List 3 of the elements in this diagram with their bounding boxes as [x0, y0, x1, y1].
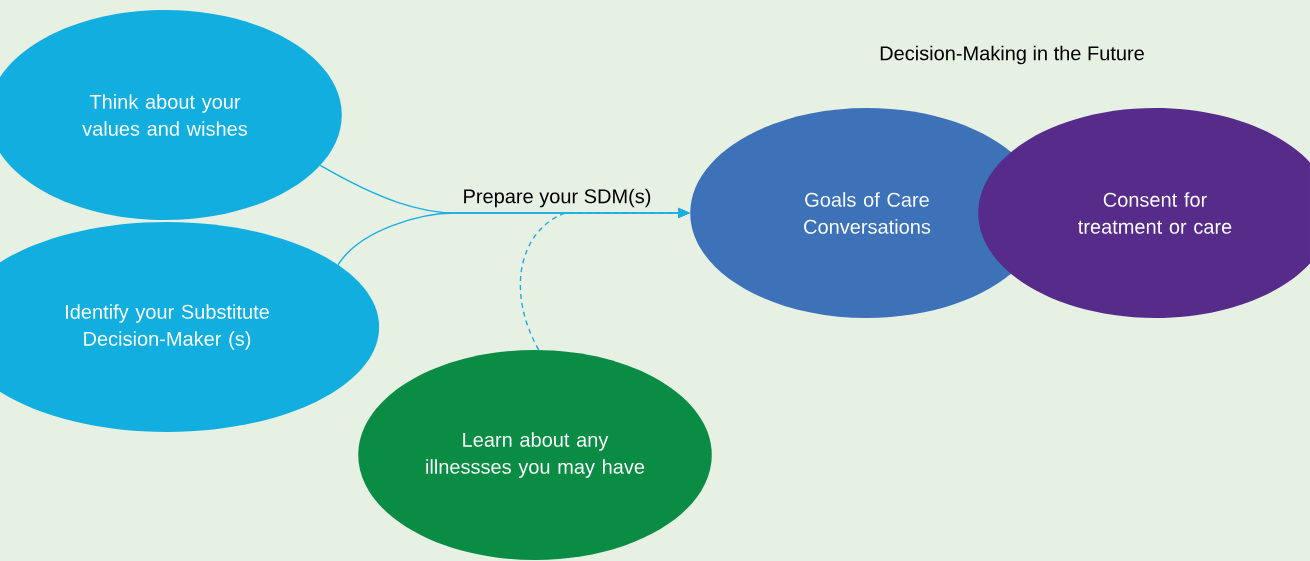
edge-label: Prepare your SDM(s) — [464, 188, 651, 208]
heading: Decision-Making in the Future — [880, 45, 1144, 65]
ellipse-node: Learn about any illnessses you may have — [358, 350, 712, 560]
